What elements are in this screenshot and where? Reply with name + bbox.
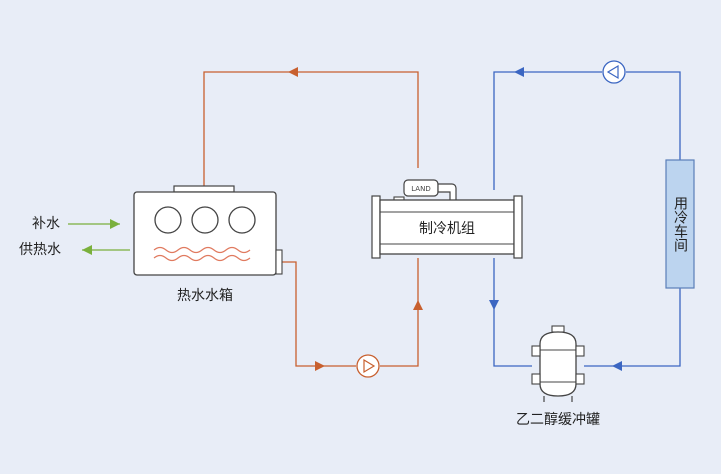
hot-water-supply-label: 供热水 <box>19 242 61 258</box>
buffer-tank-label: 乙二醇缓冲罐 <box>516 411 600 428</box>
cold-loop-arrow-top <box>514 67 524 77</box>
hot-loop-arrow-bottom <box>315 361 325 371</box>
cold-room-label: 用冷车间 <box>672 196 688 253</box>
makeup-water-label: 补水 <box>32 216 60 232</box>
hot-loop-arrow-top <box>288 67 298 77</box>
chiller-logo: LAND <box>411 185 430 193</box>
cold-loop <box>493 71 681 367</box>
chiller-unit: LAND 制冷机组 <box>371 179 523 259</box>
hot-loop-return-pipe <box>380 258 419 367</box>
heat-wave-icon <box>153 254 251 262</box>
hot-water-supply-arrow-icon <box>82 245 92 255</box>
hot-loop-top-pipe <box>203 71 419 190</box>
hot-tank-label: 热水水箱 <box>177 288 233 304</box>
hot-loop-arrow-right <box>413 300 423 310</box>
cold-loop-top-right-pipe <box>626 71 681 160</box>
cold-loop-right-pipe <box>584 288 681 367</box>
tank-port-icon <box>191 206 219 234</box>
makeup-water-arrow-icon <box>110 219 120 229</box>
cold-loop-arrow-left <box>489 300 499 310</box>
heat-wave-icon <box>153 246 251 254</box>
cold-loop-left-pipe <box>493 258 532 367</box>
chiller-label: 制冷机组 <box>419 221 475 237</box>
cold-loop-arrow-bottom <box>612 361 622 371</box>
tank-port-icon <box>228 206 256 234</box>
hot-loop-pump-icon <box>356 354 380 378</box>
tank-port-icon <box>154 206 182 234</box>
glycol-buffer-tank: 乙二醇缓冲罐 <box>516 325 600 428</box>
cold-room: 用冷车间 <box>665 159 695 289</box>
hot-water-tank: 热水水箱 <box>133 185 283 304</box>
hot-loop-bottom-pipe <box>282 261 356 367</box>
cold-loop-top-pipe <box>493 71 602 190</box>
hot-water-loop <box>203 71 419 367</box>
cold-loop-pump-icon <box>602 60 626 84</box>
water-io: 补水 供热水 <box>19 216 130 258</box>
